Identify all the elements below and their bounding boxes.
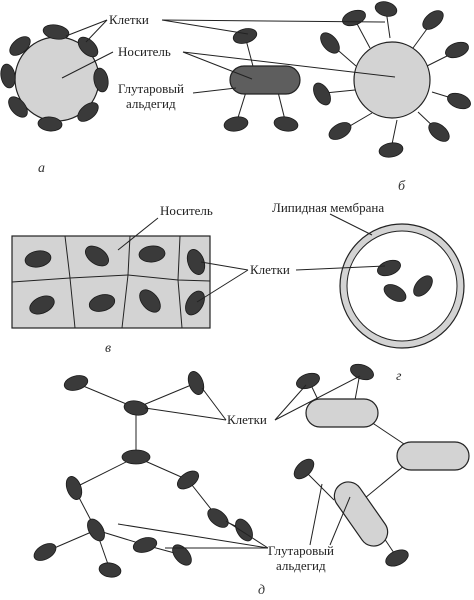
cell bbox=[24, 250, 52, 268]
panel-b: б bbox=[223, 1, 471, 194]
cell bbox=[378, 142, 404, 158]
cell bbox=[87, 518, 105, 542]
panel-a: а bbox=[0, 24, 109, 176]
label-glutaraldehyde-bottom-1: Глутаровый bbox=[268, 543, 334, 558]
carrier-rod-d2 bbox=[396, 441, 470, 471]
label-carrier-mid: Носитель bbox=[160, 203, 213, 218]
cell bbox=[223, 116, 249, 132]
cell bbox=[385, 549, 409, 567]
label-carrier-top: Носитель bbox=[118, 44, 171, 59]
label-cells-top: Клетки bbox=[109, 12, 149, 27]
cell bbox=[172, 544, 192, 566]
cell bbox=[313, 82, 331, 106]
cell bbox=[185, 290, 205, 316]
cell bbox=[350, 363, 374, 381]
label-cells-bottom: Клетки bbox=[227, 412, 267, 427]
cell bbox=[186, 249, 206, 275]
cell bbox=[98, 562, 122, 578]
cell bbox=[342, 9, 366, 27]
cell bbox=[428, 122, 450, 142]
cell bbox=[296, 372, 320, 390]
cell bbox=[320, 32, 340, 54]
cell bbox=[328, 122, 352, 140]
label-glutaraldehyde-top-1: Глутаровый bbox=[118, 81, 184, 96]
labels-top: Клетки Носитель Глутаровый альдегид bbox=[61, 12, 396, 111]
carrier-rod-d1 bbox=[305, 398, 379, 428]
cell bbox=[445, 41, 469, 59]
gel-carrier bbox=[11, 235, 211, 329]
cell bbox=[29, 295, 55, 315]
carrier-sphere-b bbox=[353, 41, 431, 119]
cell bbox=[235, 518, 253, 542]
cell bbox=[413, 275, 433, 297]
cell bbox=[207, 508, 229, 528]
carrier-rod-d3 bbox=[333, 481, 389, 547]
cell bbox=[65, 476, 83, 500]
cell bbox=[33, 543, 57, 561]
cell bbox=[374, 1, 398, 17]
cell bbox=[422, 10, 444, 30]
labels-middle: Носитель Липидная мембрана Клетки bbox=[117, 200, 386, 303]
cell bbox=[8, 96, 28, 118]
labels-bottom: Клетки Глутаровый альдегид bbox=[117, 375, 361, 573]
caption-a: а bbox=[38, 161, 45, 176]
cell bbox=[85, 245, 109, 267]
caption-v: в bbox=[105, 341, 111, 356]
caption-g: г bbox=[396, 369, 402, 384]
carrier-rod-b bbox=[229, 65, 301, 95]
cell bbox=[77, 36, 99, 58]
label-cells-mid: Клетки bbox=[250, 262, 290, 277]
cell bbox=[0, 63, 16, 89]
label-lipid-membrane: Липидная мембрана bbox=[272, 200, 384, 215]
cell bbox=[77, 102, 99, 122]
label-glutaraldehyde-bottom-2: альдегид bbox=[276, 558, 326, 573]
cell bbox=[37, 116, 63, 132]
panel-d: д bbox=[33, 363, 470, 598]
cell bbox=[63, 375, 89, 391]
cell bbox=[9, 36, 31, 56]
cell bbox=[93, 67, 109, 93]
cell bbox=[293, 458, 315, 480]
cell bbox=[187, 371, 205, 395]
cell bbox=[121, 449, 151, 465]
cell bbox=[139, 289, 161, 313]
cell bbox=[273, 116, 299, 132]
cell bbox=[383, 284, 407, 302]
label-glutaraldehyde-top-2: альдегид bbox=[126, 96, 176, 111]
caption-b: б bbox=[398, 179, 406, 194]
cell bbox=[88, 294, 116, 312]
liposome-interior bbox=[346, 230, 458, 342]
cell bbox=[138, 245, 166, 263]
cell bbox=[123, 400, 149, 416]
cell bbox=[42, 24, 70, 40]
cell bbox=[232, 28, 258, 44]
cell bbox=[176, 470, 200, 490]
panel-g: г bbox=[339, 223, 465, 384]
cell bbox=[132, 537, 158, 553]
caption-d: д bbox=[258, 583, 265, 598]
cell bbox=[447, 92, 471, 110]
panel-v: в bbox=[11, 235, 211, 356]
cell bbox=[377, 259, 401, 277]
